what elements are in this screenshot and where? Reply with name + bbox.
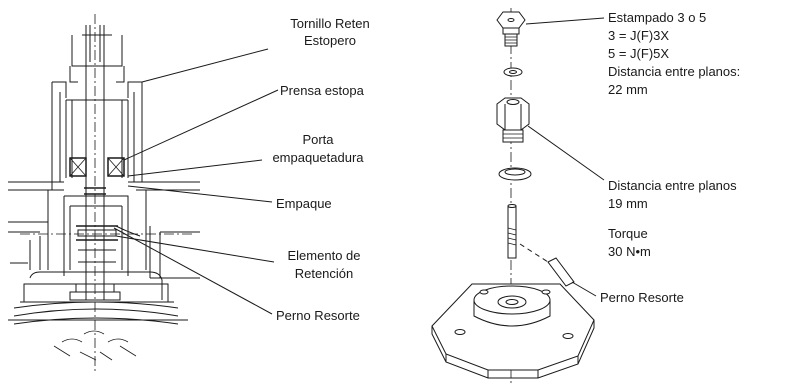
label-estampado-line5: 22 mm [608, 82, 648, 97]
label-tornillo-line2: Estopero [304, 33, 356, 48]
label-porta-line1: Porta [302, 132, 334, 147]
leader-porta [127, 159, 263, 177]
retention-element-part [507, 204, 517, 259]
label-torque-line2: 30 N•m [608, 244, 651, 259]
label-distancia-line1: Distancia entre planos [608, 178, 737, 193]
label-elemento-line2: Retención [295, 266, 354, 281]
label-estampado-line2: 3 = J(F)3X [608, 28, 669, 43]
leader-tornillo [141, 48, 269, 83]
label-perno-right: Perno Resorte [600, 290, 684, 305]
label-estampado-line3: 5 = J(F)5X [608, 46, 669, 61]
hex-screw-part [496, 11, 526, 47]
spring-pin-part [519, 243, 575, 287]
leader-empaque [127, 185, 273, 203]
label-torque-line1: Torque [608, 226, 648, 241]
left-labels: Tornillo Reten Estopero Prensa estopa Po… [113, 16, 370, 323]
label-porta-line2: empaquetadura [272, 150, 364, 165]
leader-perno-left [113, 227, 273, 315]
washer-part [503, 67, 523, 77]
leader-distancia [527, 125, 605, 181]
label-distancia-line2: 19 mm [608, 196, 648, 211]
label-perno-left: Perno Resorte [276, 308, 360, 323]
right-labels: Estampado 3 o 5 3 = J(F)3X 5 = J(F)5X Di… [525, 10, 740, 305]
exploded-parts [431, 8, 595, 384]
label-elemento-line1: Elemento de [288, 248, 361, 263]
leader-elemento [115, 235, 275, 263]
label-estampado-line4: Distancia entre planos: [608, 64, 740, 79]
base-flange-part [431, 283, 595, 379]
valve-cross-section [8, 14, 200, 374]
packing-holder-part [496, 97, 530, 143]
label-prensa: Prensa estopa [280, 83, 365, 98]
seal-ring-part [498, 167, 532, 181]
leader-prensa [123, 89, 279, 161]
leader-perno-right [571, 281, 597, 297]
leader-estampado [525, 17, 605, 25]
label-estampado-line1: Estampado 3 o 5 [608, 10, 706, 25]
label-tornillo-line1: Tornillo Reten [290, 16, 370, 31]
label-empaque: Empaque [276, 196, 332, 211]
